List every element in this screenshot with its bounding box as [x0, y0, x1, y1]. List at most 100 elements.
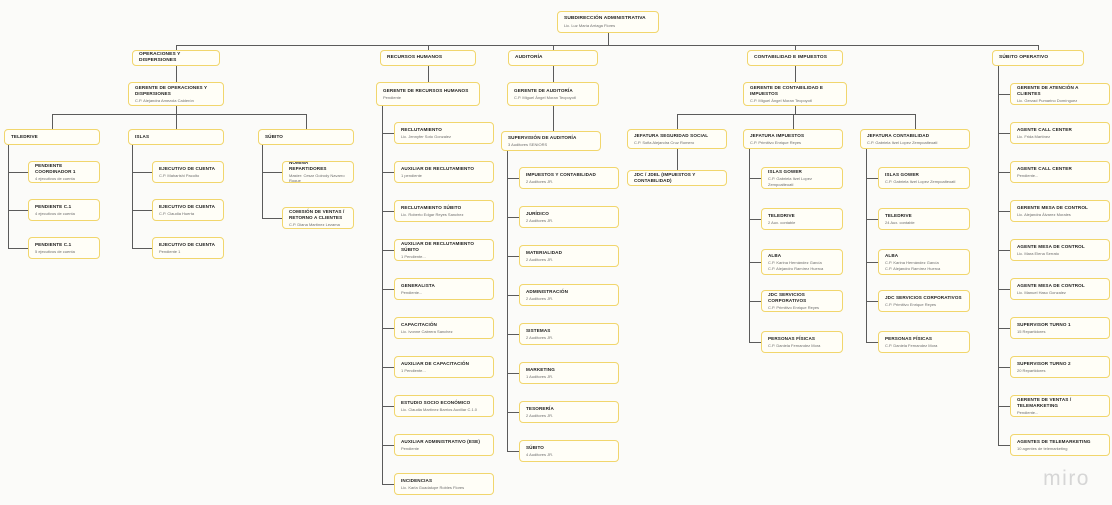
node-rh-child-8[interactable]: AUXILIAR ADMINISTRATIVO (ESE)Pendiente — [394, 434, 494, 456]
node-title: OPERACIONES Y DISPERSIONES — [139, 51, 181, 63]
node-subtitle: 1 Pendiente... — [401, 253, 426, 259]
aud-connector-1 — [507, 217, 519, 218]
node-title: CONTABILIDAD E IMPUESTOS — [754, 54, 828, 60]
node-title: Pendiente C.1 — [35, 241, 72, 247]
node-op-branch-1[interactable]: ISLAS — [128, 129, 224, 145]
node-subtitle: Lic. Frida Martínez — [1017, 133, 1051, 139]
cont-connector-2-2 — [866, 262, 878, 263]
rh-connector-3 — [382, 250, 394, 251]
node-division-3[interactable]: CONTABILIDAD E IMPUESTOS — [747, 50, 843, 66]
node-subtitle: Pendiente... — [1017, 409, 1039, 415]
node-subtitle: C.P. Karina Hernández García C.P. Alejan… — [885, 260, 941, 271]
op-child-connector-0-1 — [8, 210, 28, 211]
node-division-1[interactable]: RECURSOS HUMANOS — [380, 50, 476, 66]
node-subtitle: Lic. Mara Elena Serrato — [1017, 250, 1060, 256]
node-subtitle: 2 Auditores JR. — [526, 412, 554, 418]
op-bus — [52, 114, 306, 115]
node-title: GERENTE DE RECURSOS HUMANOS — [383, 87, 469, 93]
rh-connector-7 — [382, 406, 394, 407]
cont-jefatura-drop-0 — [677, 114, 678, 129]
node-subtitle: C.P. Sofia Alejandra Cruz Romero — [634, 139, 695, 145]
node-op-branch-0[interactable]: TELEDRIVE — [4, 129, 100, 145]
node-subtitle: Lic. Luz María Arriaga Flores — [564, 23, 616, 29]
node-subtitle: C.P. Primitivo Enrique Reyes — [750, 139, 802, 145]
node-op-branch-2[interactable]: SÚBITO — [258, 129, 354, 145]
rh-connector-4 — [382, 289, 394, 290]
node-jefatura-0-child-0[interactable]: JDC / JDEL (IMPUESTOS Y CONTABILIDAD) — [627, 170, 727, 186]
node-op-0-child-0[interactable]: Pendiente Coordinador 14 ejecutivos de c… — [28, 161, 100, 183]
node-subtitle: Lic. Roberto Edgar Reyes Sanchez — [401, 211, 464, 217]
node-subtitle: 4 ejecutivos de cuenta — [35, 175, 75, 181]
node-op-0-child-2[interactable]: Pendiente C.15 ejecutivos de cuenta — [28, 237, 100, 259]
node-subtitle: Pendiente — [383, 94, 402, 100]
subito-connector-4 — [998, 250, 1010, 251]
node-subtitle: Lic. Gerzad Pumarino Domínguez — [1017, 97, 1078, 103]
node-division-2[interactable]: AUDITORÍA — [508, 50, 598, 66]
op-child-connector-1-0 — [132, 172, 152, 173]
division-drop-3 — [795, 45, 796, 50]
node-division-4[interactable]: SÚBITO OPERATIVO — [992, 50, 1084, 66]
node-title: SÚBITO — [265, 134, 283, 140]
node-title: EJECUTIVO DE CUENTA — [159, 241, 216, 247]
subito-spine — [998, 66, 999, 445]
node-subtitle: Lic. Alejandra Álvarez Morales — [1017, 211, 1071, 217]
node-subtitle: C.P. Primitivo Enrique Reyes — [768, 304, 820, 310]
node-title: AUXILIAR DE CAPACITACIÓN — [401, 360, 470, 366]
node-title: TESORERÍA — [526, 405, 554, 411]
node-op-0-child-1[interactable]: Pendiente C.14 ejecutivos de cuenta — [28, 199, 100, 221]
node-division-0[interactable]: OPERACIONES Y DISPERSIONES — [132, 50, 220, 66]
